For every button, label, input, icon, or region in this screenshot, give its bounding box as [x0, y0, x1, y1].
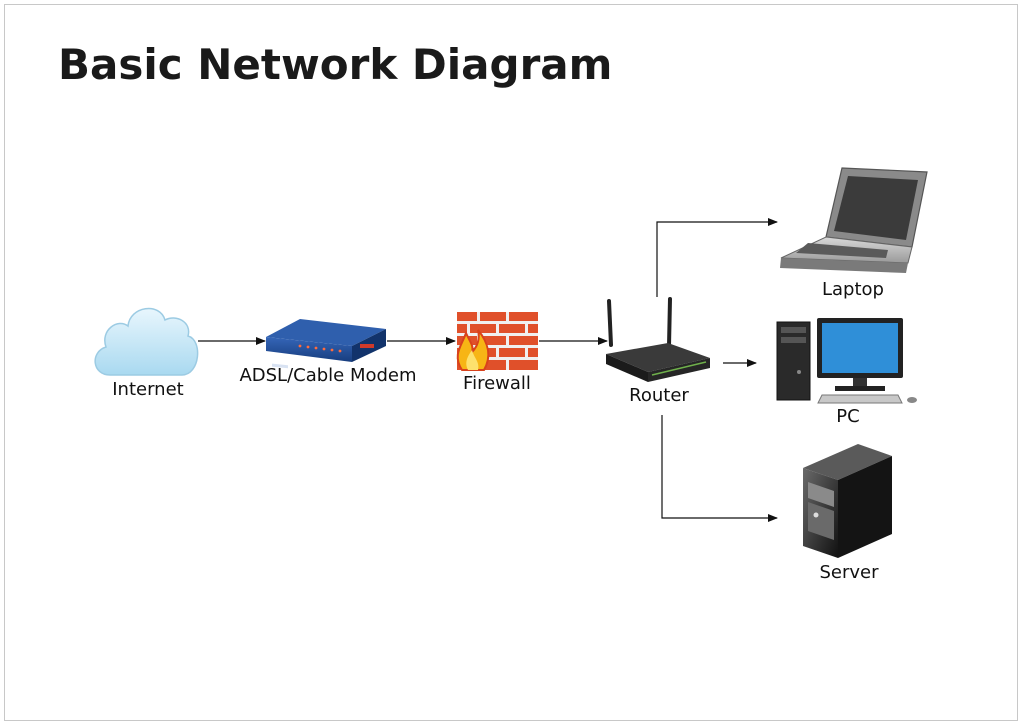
diagram-frame: [4, 4, 1018, 721]
modem-icon[interactable]: [266, 319, 386, 369]
router-icon[interactable]: [606, 297, 710, 382]
firewall-icon[interactable]: [456, 312, 538, 371]
server-tower-icon[interactable]: [803, 444, 892, 558]
internet-label: Internet: [112, 379, 183, 400]
firewall-label: Firewall: [463, 373, 531, 394]
modem-label: ADSL/Cable Modem: [239, 365, 416, 386]
router-label: Router: [629, 385, 689, 406]
desktop-pc-icon[interactable]: [776, 318, 917, 404]
laptop-label: Laptop: [822, 279, 884, 300]
laptop-icon[interactable]: [780, 167, 928, 273]
connector-router-laptop: [656, 218, 778, 297]
page-title: Basic Network Diagram: [58, 40, 613, 89]
pc-label: PC: [836, 406, 859, 427]
cloud-icon[interactable]: [94, 307, 199, 376]
server-label: Server: [819, 562, 879, 583]
connector-router-server: [661, 415, 778, 522]
connections: [198, 218, 778, 522]
